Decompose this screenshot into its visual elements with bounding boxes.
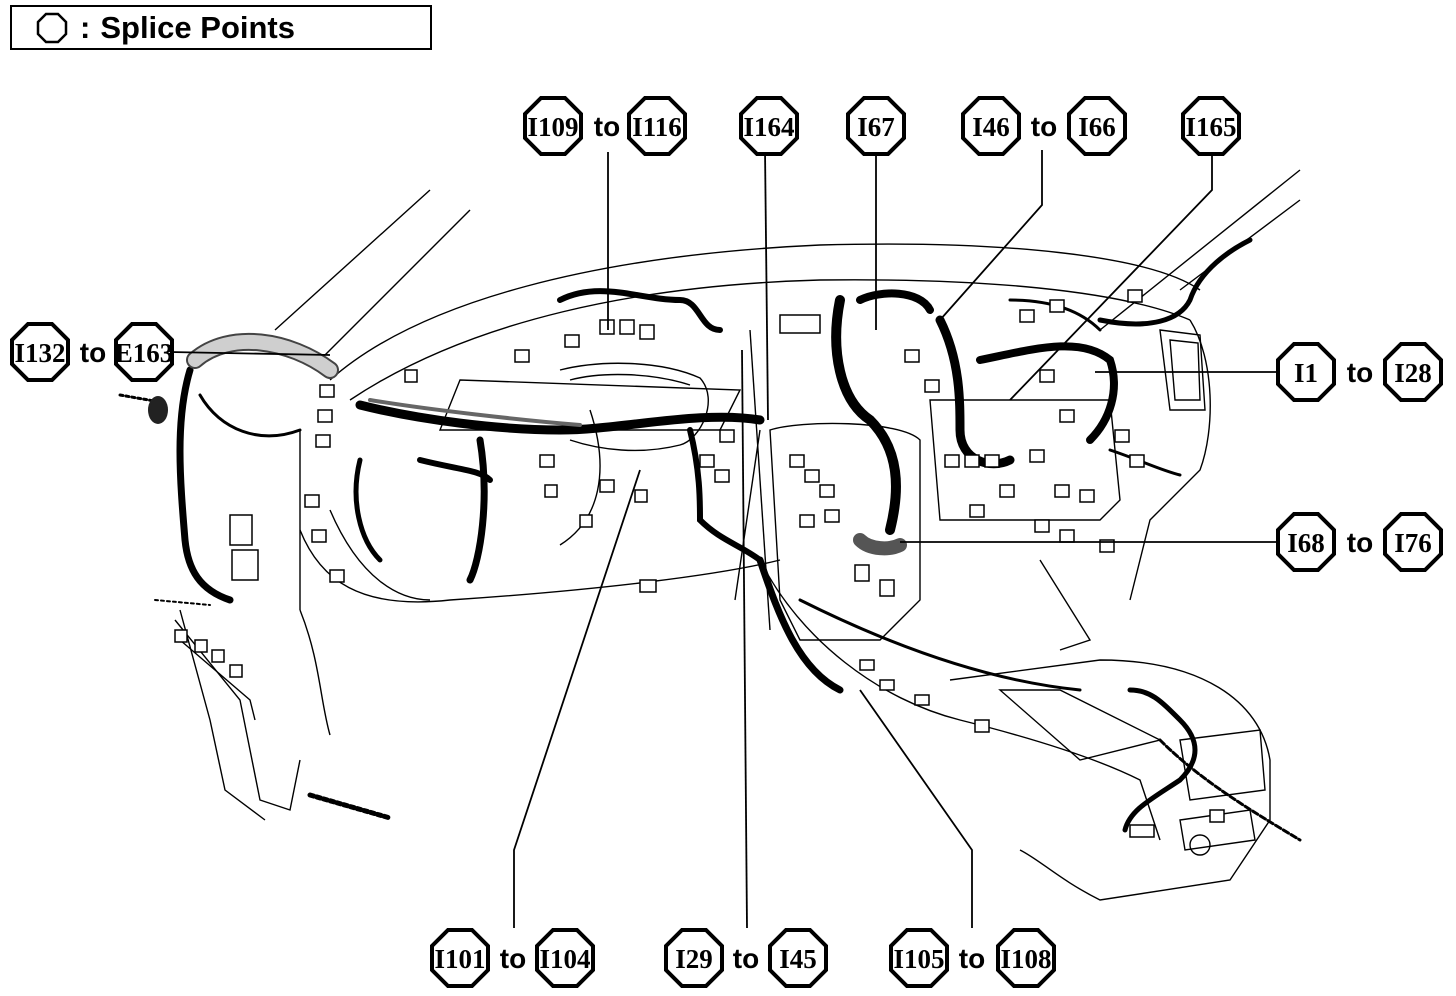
callout-from-label: I105	[893, 944, 944, 974]
callout-to-label: I66	[1078, 112, 1116, 142]
callout-from-label: I68	[1287, 528, 1325, 558]
callout-to-word: to	[733, 943, 759, 974]
callout-to-label: I76	[1394, 528, 1432, 558]
octagon-icon	[36, 12, 68, 43]
callout-to-word: to	[1347, 357, 1373, 388]
legend-box: : Splice Points	[10, 5, 432, 50]
callout-to-word: to	[500, 943, 526, 974]
callout-i46-to-i66: I46 to I66	[961, 96, 1127, 156]
connectors	[174, 289, 1225, 838]
callout-label: I165	[1185, 112, 1236, 142]
callout-to-word: to	[1031, 111, 1057, 142]
callout-to-label: I116	[632, 112, 682, 142]
callout-from-label: I1	[1294, 358, 1318, 388]
wire-harness	[118, 237, 1302, 842]
callout-from-label: I132	[14, 338, 65, 368]
callout-to-label: E163	[115, 338, 174, 368]
callout-to-label: I45	[779, 944, 817, 974]
callout-i132-to-e163: I132 to E163	[10, 322, 174, 382]
callout-i101-to-i104: I101 to I104	[430, 928, 595, 988]
callout-to-word: to	[594, 111, 620, 142]
grommet-icon	[148, 396, 168, 424]
callout-i105-to-i108: I105 to I108	[889, 928, 1056, 988]
callout-to-label: I104	[539, 944, 590, 974]
callout-from-label: I101	[434, 944, 485, 974]
callout-label: I164	[743, 112, 794, 142]
leader-lines	[169, 149, 1278, 929]
callout-from-label: I109	[527, 112, 578, 142]
callout-to-word: to	[1347, 527, 1373, 558]
callout-i68-to-i76: I68 to I76	[1276, 512, 1443, 572]
callout-to-word: to	[959, 943, 985, 974]
callout-i109-to-i116: I109 to I116	[523, 96, 687, 156]
legend-colon: :	[80, 9, 91, 45]
legend-title: Splice Points	[100, 9, 295, 45]
callout-to-word: to	[80, 337, 106, 368]
callout-i164: I164	[739, 96, 799, 156]
callout-to-label: I28	[1394, 358, 1432, 388]
dashboard-drawing	[174, 169, 1301, 901]
callout-i165: I165	[1181, 96, 1241, 156]
callout-label: I67	[857, 112, 895, 142]
callout-i67: I67	[846, 96, 906, 156]
callout-from-label: I29	[675, 944, 713, 974]
callout-from-label: I46	[972, 112, 1010, 142]
callout-to-label: I108	[1000, 944, 1051, 974]
callout-i1-to-i28: I1 to I28	[1276, 342, 1443, 402]
callout-i29-to-i45: I29 to I45	[664, 928, 828, 988]
